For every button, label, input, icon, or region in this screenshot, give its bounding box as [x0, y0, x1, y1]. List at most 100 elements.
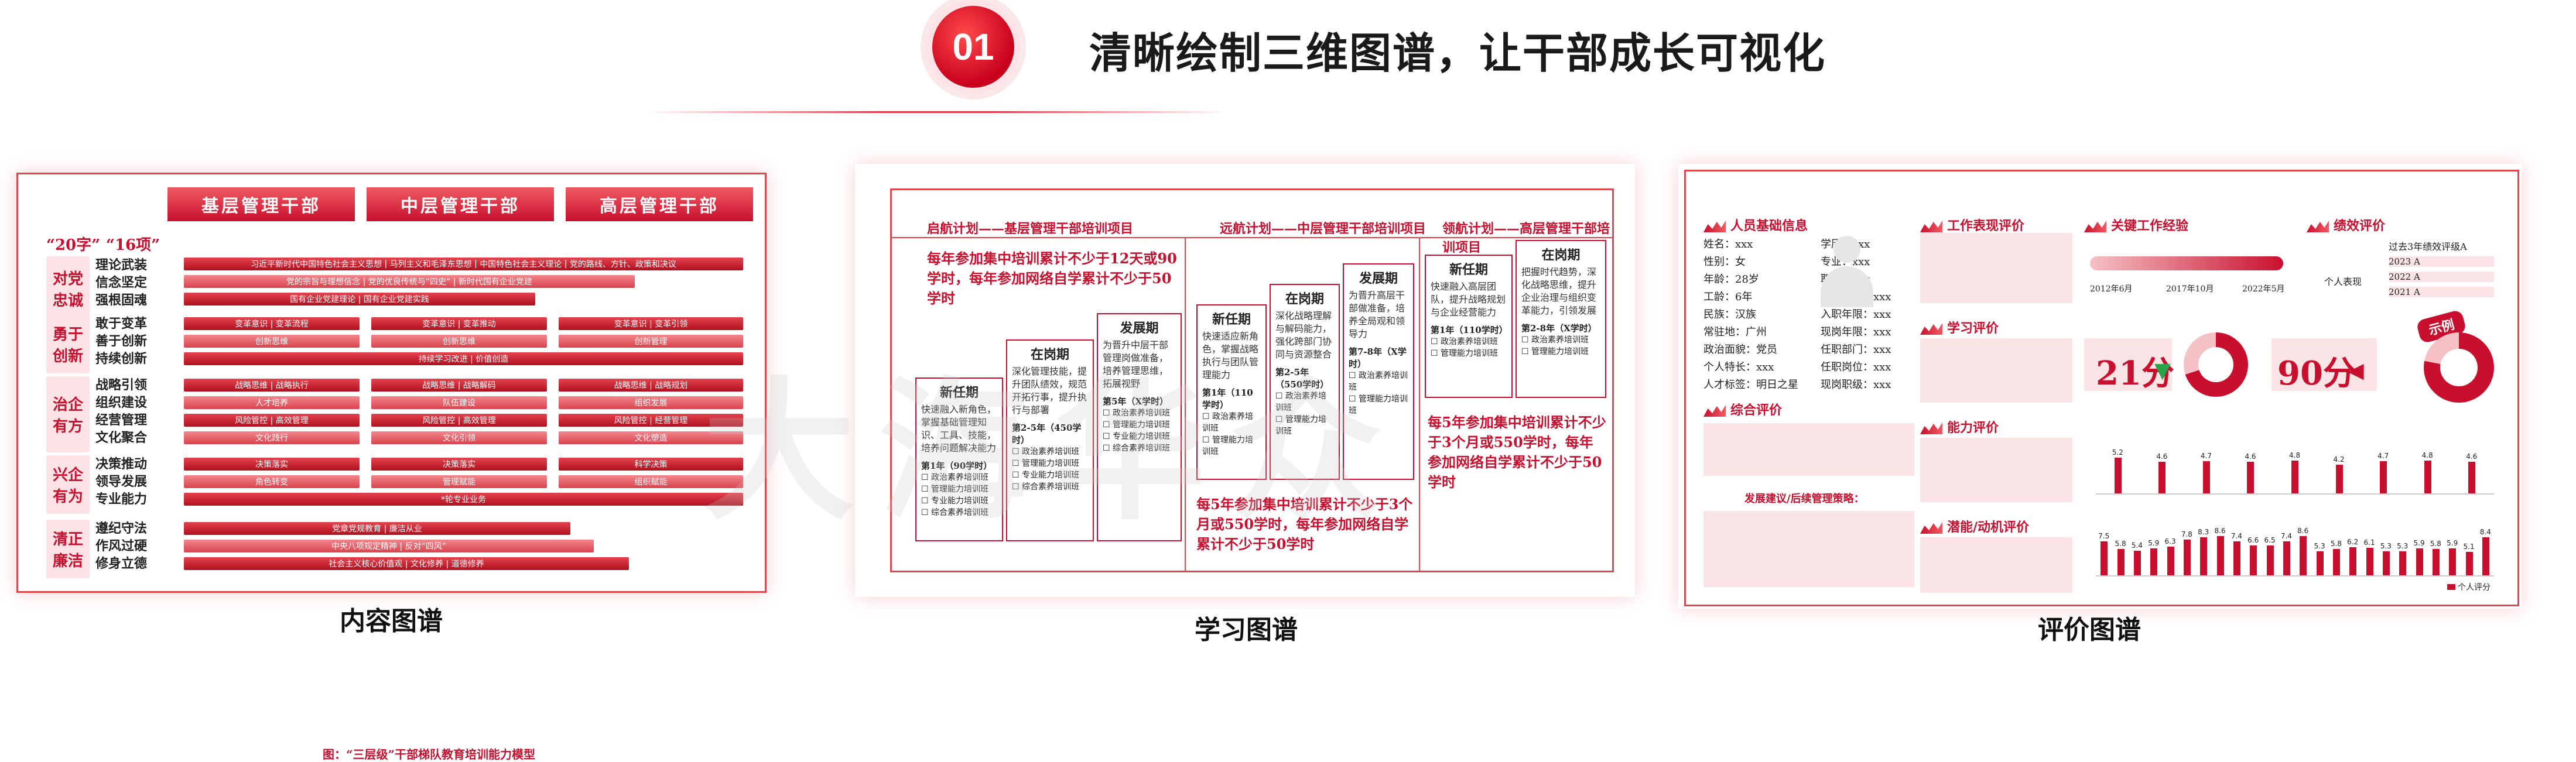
training-bar: 组织发展 [559, 396, 743, 409]
course-item: ☐ 管理能力培训班 [1521, 347, 1589, 356]
experience-timeline [2090, 256, 2283, 270]
section-overall-evaluation: 综合评价 [1703, 400, 1782, 418]
stage-hours: 第1年（110学时） [1431, 325, 1508, 335]
caption-evaluation-map: 评价图谱 [2038, 615, 2141, 645]
bar-value-label: 5.8 [2330, 539, 2342, 548]
performance-row: 2021 A [2389, 287, 2494, 297]
course-item: ☐ 管理能力培训班 [921, 485, 989, 494]
course-item: ☐ 管理能力培训班 [1349, 394, 1408, 416]
chart-bar [2247, 462, 2255, 493]
training-bar: 风险管控 | 高效管理 [371, 414, 547, 427]
chart-bar [2332, 548, 2340, 575]
section-key-experience: 关键工作经验 [2084, 215, 2188, 234]
bar-text: 习近平新时代中国特色社会主义思想 [251, 260, 382, 269]
sub-item: 文化聚合 [95, 430, 148, 445]
bar-value-label: 7.4 [2280, 532, 2292, 541]
bar-value-label: 4.6 [2466, 452, 2478, 461]
training-bar: 风险管控 | 经营管理 [559, 414, 743, 427]
category-label: 对党忠诚 [46, 256, 90, 321]
bar-value-label: 4.8 [2289, 451, 2301, 459]
info-row: 年龄：28岁 [1703, 273, 1759, 286]
stage-card: 新任期 快速适应新角色，掌握战略执行与团队管理能力 第1年（110学时） ☐ 政… [1196, 304, 1267, 480]
bar-value-label: 6.6 [2247, 536, 2259, 544]
bar-value-label: 8.6 [2214, 527, 2226, 536]
bar-value-label: 8.3 [2198, 528, 2209, 537]
work-performance-text [1920, 233, 2072, 303]
chart-bar [2349, 547, 2357, 575]
section-number-badge: 01 [932, 6, 1014, 88]
bar-value-label: 5.4 [2131, 541, 2143, 550]
chart-bar [2468, 462, 2476, 493]
study-donut-chart [2184, 332, 2248, 397]
stage-description: 深化管理技能，提升团队绩效，规范开拓行事，提升执行与部署 [1012, 366, 1087, 416]
bar-value-label: 6.5 [2264, 536, 2276, 545]
bar-value-label: 6.1 [2363, 538, 2375, 547]
category-label: 治企有方 [46, 376, 90, 452]
chart-bar [2291, 461, 2298, 493]
course-item: ☐ 专业能力培训班 [1012, 471, 1080, 480]
stage-hours: 第2-5年（450学时） [1012, 423, 1082, 445]
potential-evaluation-text [1920, 537, 2072, 593]
category-group: 清正廉洁 遵纪守法 作风过硬 修身立德 党章党规教育 | 廉洁从业 中央八项规定… [46, 520, 749, 584]
course-item: ☐ 综合素养培训班 [1103, 444, 1171, 453]
trend-icon [1703, 405, 1726, 417]
category-group: 对党忠诚 理论武装 信念坚定 强根固魂 习近平新时代中国特色社会主义思想 | 马… [46, 250, 749, 332]
trend-icon [2307, 221, 2329, 232]
chart-bar [2335, 465, 2343, 493]
sub-item: 强根固魂 [95, 293, 148, 308]
chart-bar [2482, 537, 2489, 575]
sub-item: 理论武装 [95, 258, 148, 273]
training-bar: 战略思维 | 战略规划 [559, 379, 743, 392]
timeline-label: 2022年5月 [2242, 284, 2285, 294]
section-ability-evaluation: 能力评价 [1920, 417, 1999, 436]
performance-header: 过去3年绩效评级A [2389, 241, 2467, 252]
stage-description: 深化战略理解与解码能力，强化跨部门协同与资源整合 [1275, 310, 1332, 360]
category-group: 勇于创新 敢于变革 善于创新 持续创新 变革意识 | 变革流程 变革意识 | 变… [46, 315, 749, 379]
program-header-basic: 启航计划——基层管理干部培训项目 [927, 221, 1134, 236]
info-row: 任职部门：xxx [1821, 344, 1891, 356]
level-header-middle: 中层管理干部 [367, 187, 554, 221]
sub-item: 战略引领 [95, 377, 148, 393]
bar-value-label: 6.2 [2347, 537, 2359, 546]
program-header-senior: 领航计划——高层管理干部培训项目 [1442, 221, 1610, 255]
training-requirement-note: 每5年参加集中培训累计不少于3个月或550学时，每年参加网络自学累计不少于50学… [1196, 496, 1413, 552]
figure-caption: 图：“三层级”干部梯队教育培训能力模型 [323, 747, 536, 761]
section-work-performance: 工作表现评价 [1920, 215, 2024, 234]
training-bar: 文化践行 [184, 431, 360, 444]
course-item: ☐ 管理能力培训班 [1202, 435, 1254, 456]
training-bar: 决策落实 [371, 458, 547, 471]
stage-card: 新任期 快速融入新角色，掌握基础管理知识、工具、技能，培养问题解决能力 第1年（… [915, 377, 1003, 541]
sub-item: 持续创新 [95, 351, 148, 366]
bar-value-label: 4.7 [2377, 452, 2389, 461]
course-item: ☐ 专业能力培训班 [921, 496, 989, 506]
chart-axis [2096, 493, 2494, 495]
trend-icon [1920, 323, 1942, 335]
sub-item: 遵纪守法 [95, 521, 148, 536]
header-divider [644, 111, 1230, 113]
chart-bar [2233, 541, 2240, 575]
study-score-card [2084, 338, 2172, 391]
training-bar: 战略思维 | 战略解码 [371, 379, 547, 392]
section-basic-info: 人员基础信息 [1703, 215, 1808, 234]
training-bar: 创新管理 [559, 335, 743, 348]
column-divider [1419, 237, 1420, 571]
info-row: 政治面貌：党员 [1703, 344, 1777, 356]
course-item: ☐ 政治素养培训班 [1521, 335, 1589, 345]
section-development-advice: 发展建议/后续管理策略： [1744, 493, 1865, 505]
training-bar: 战略思维 | 战略执行 [184, 379, 360, 392]
info-row: 常驻地：广州 [1703, 326, 1767, 338]
sub-item: 决策推动 [95, 456, 148, 472]
course-item: ☐ 政治素养培训班 [1275, 392, 1327, 413]
training-bar: *轮专业业务 [184, 493, 743, 506]
header-divider [892, 237, 1612, 238]
chart-bar [2416, 548, 2423, 575]
ability-evaluation-text [1920, 438, 2072, 502]
stage-hours: 第2-8年（X学时） [1521, 323, 1597, 334]
stage-description: 快速融入新角色，掌握基础管理知识、工具、技能，培养问题解决能力 [921, 404, 997, 454]
bar-text: 马列主义和毛泽东思想 [389, 260, 472, 269]
level-header-senior: 高层管理干部 [566, 187, 753, 221]
stage-hours: 第5年（X学时） [1103, 396, 1169, 407]
bar-value-label: 4.6 [2245, 452, 2256, 461]
stage-title: 在岗期 [1285, 291, 1324, 307]
